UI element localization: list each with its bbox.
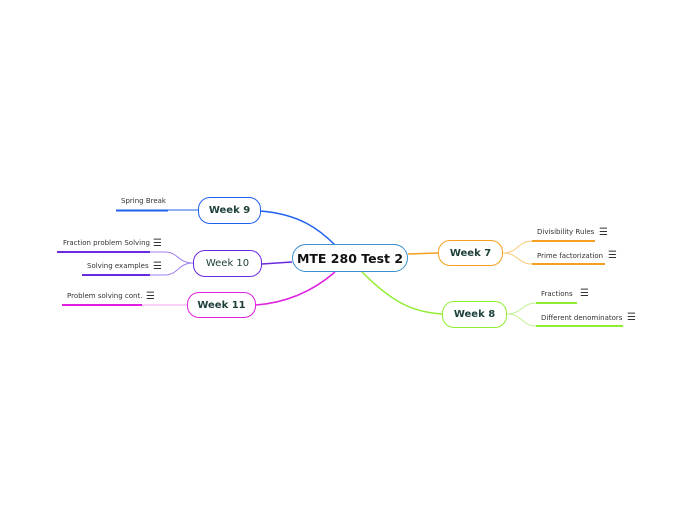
link-week10 (261, 261, 293, 265)
topic-week10[interactable]: Week 10 (193, 250, 262, 277)
notes-icon[interactable]: ☰ (599, 227, 608, 238)
notes-icon[interactable]: ☰ (146, 291, 155, 302)
subtopic-different-denominators[interactable]: Different denominators (541, 314, 623, 322)
topic-week7[interactable]: Week 7 (438, 240, 503, 266)
notes-icon[interactable]: ☰ (627, 312, 636, 323)
subtopic-spring-break[interactable]: Spring Break (121, 197, 166, 205)
subtopic-fractions[interactable]: Fractions (541, 290, 573, 298)
subtopic-prime-factorization[interactable]: Prime factorization (537, 252, 604, 260)
subtopic-fraction-problem-solving[interactable]: Fraction problem Solving (63, 239, 150, 247)
notes-icon[interactable]: ☰ (608, 250, 617, 261)
topic-week11[interactable]: Week 11 (187, 292, 256, 318)
link-week7 (407, 252, 439, 255)
topic-week8[interactable]: Week 8 (442, 301, 507, 328)
subtopic-divisibility-rules[interactable]: Divisibility Rules (537, 228, 595, 236)
link-week11 (255, 271, 336, 306)
central-topic[interactable]: MTE 280 Test 2 (292, 244, 408, 272)
link-week9 (259, 210, 336, 246)
notes-icon[interactable]: ☰ (153, 238, 162, 249)
subtopic-problem-solving-cont[interactable]: Problem solving cont. (67, 292, 143, 300)
subtopic-solving-examples[interactable]: Solving examples (87, 262, 149, 270)
notes-icon[interactable]: ☰ (153, 261, 162, 272)
link-week8 (361, 271, 443, 315)
notes-icon[interactable]: ☰ (580, 288, 589, 299)
topic-week9[interactable]: Week 9 (198, 197, 261, 224)
